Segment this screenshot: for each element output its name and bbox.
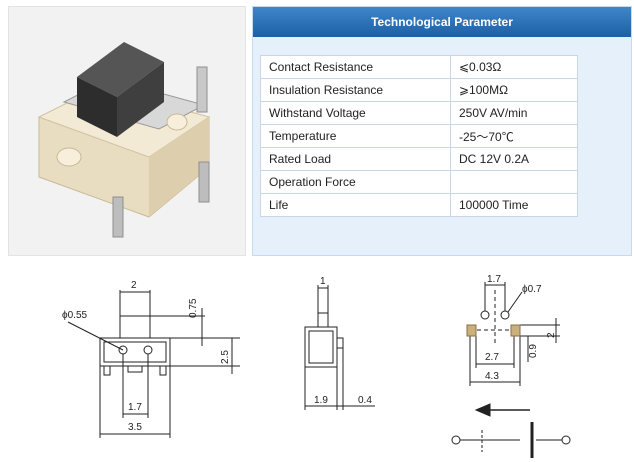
side-view-drawing — [304, 285, 375, 410]
parameter-panel: Technological Parameter Contact Resistan… — [252, 6, 632, 256]
row-label: Insulation Resistance — [260, 78, 451, 102]
table-row: Temperature -25～70℃ — [260, 124, 578, 148]
footprint-drawing — [469, 282, 560, 386]
row-value: 100000 Time — [450, 193, 578, 217]
table-row: Rated Load DC 12V 0.2A — [260, 147, 578, 171]
dim-label: 1.7 — [128, 402, 142, 413]
dim-label: ϕ0.7 — [522, 284, 542, 295]
dim-label: ϕ0.55 — [62, 310, 88, 321]
dim-label: 0.4 — [358, 395, 372, 406]
dim-label: 1.7 — [487, 274, 501, 285]
dim-label: 0.9 — [528, 344, 539, 358]
row-value: 250V AV/min — [450, 101, 578, 125]
footprint-pad — [510, 324, 521, 337]
dim-label: 1 — [320, 276, 326, 287]
table-row: Insulation Resistance ⩾100MΩ — [260, 78, 578, 102]
parameter-table: Contact Resistance ⩽0.03Ω Insulation Res… — [260, 55, 578, 217]
dim-label: 2.5 — [220, 350, 231, 364]
row-label: Temperature — [260, 124, 451, 148]
dim-label: 2 — [131, 280, 137, 291]
table-row: Contact Resistance ⩽0.03Ω — [260, 55, 578, 79]
row-label: Life — [260, 193, 451, 217]
product-photo — [8, 6, 246, 256]
switch-photo-illustration — [37, 42, 211, 238]
dim-label: 0.75 — [188, 298, 199, 318]
dim-label: 3.5 — [128, 422, 142, 433]
dim-label: 2.7 — [485, 352, 499, 363]
table-row: Life 100000 Time — [260, 193, 578, 217]
row-value: DC 12V 0.2A — [450, 147, 578, 171]
table-row: Withstand Voltage 250V AV/min — [260, 101, 578, 125]
dim-label: 1.9 — [314, 395, 328, 406]
panel-title: Technological Parameter — [253, 7, 631, 37]
footprint-pad — [466, 324, 477, 337]
switch-schematic — [451, 403, 571, 458]
front-view-drawing — [67, 290, 240, 438]
dim-label: 4.3 — [485, 371, 499, 382]
dim-label: 2 — [546, 332, 557, 338]
row-value: ⩾100MΩ — [450, 78, 578, 102]
row-value: -25～70℃ — [450, 124, 578, 148]
table-row: Operation Force — [260, 170, 578, 194]
row-label: Rated Load — [260, 147, 451, 171]
row-value — [450, 170, 578, 194]
